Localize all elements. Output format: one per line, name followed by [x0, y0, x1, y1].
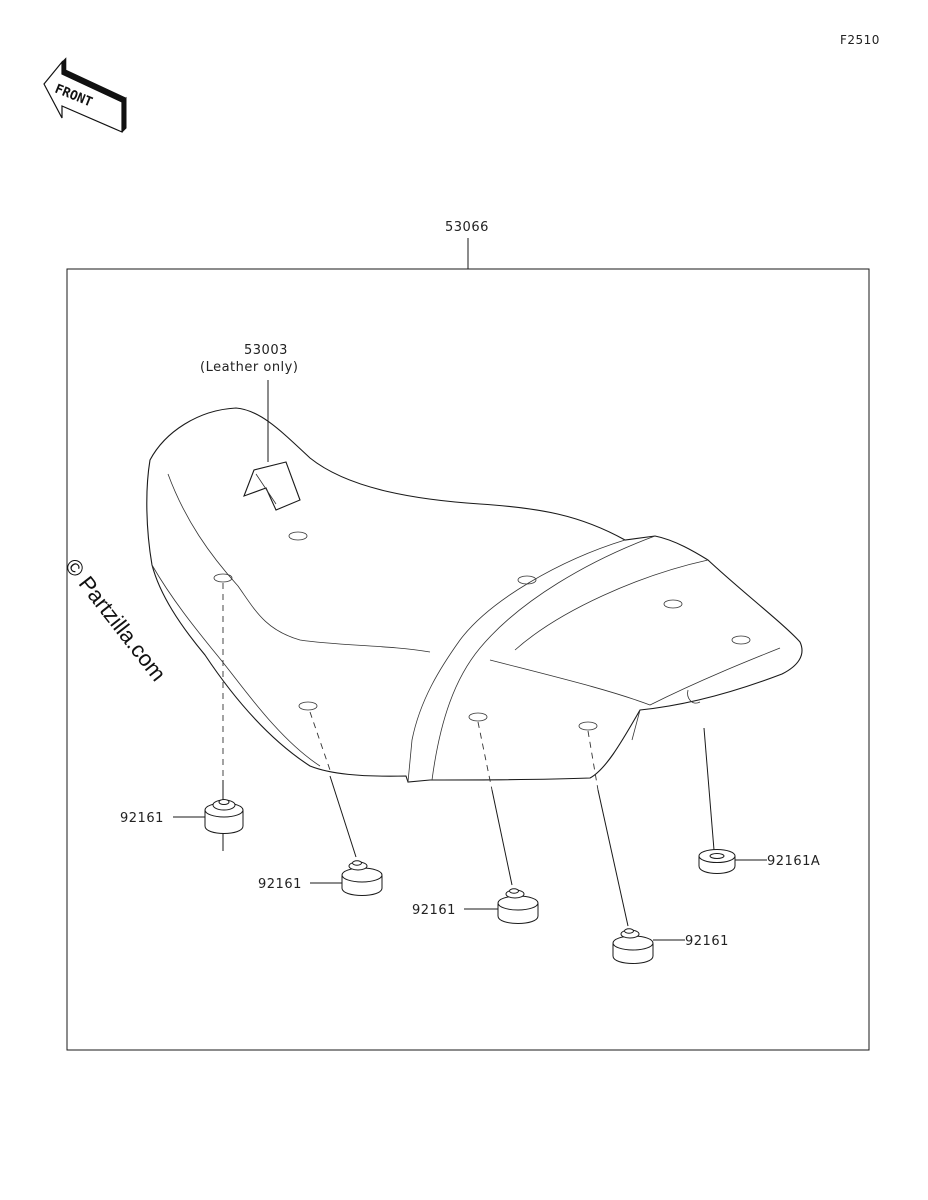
damper-5	[698, 849, 736, 874]
label-damper-4: 92161	[685, 934, 729, 949]
label-damper-2: 92161	[258, 877, 302, 892]
damper-4	[612, 928, 654, 964]
label-assembly: 53066	[445, 220, 489, 235]
label-damper-3: 92161	[412, 903, 456, 918]
damper-3	[497, 888, 539, 924]
damper-1	[204, 799, 244, 834]
damper-2	[341, 860, 383, 896]
front-arrow-icon: FRONT	[43, 57, 127, 133]
seat-assembly	[146, 407, 803, 783]
assembly-frame	[66, 268, 870, 1051]
label-cover-part: 53003	[244, 343, 288, 358]
label-damper-1: 92161	[120, 811, 164, 826]
label-damper-5: 92161A	[767, 854, 820, 869]
figure-code: F2510	[840, 33, 880, 47]
label-cover-note: (Leather only)	[200, 360, 298, 375]
